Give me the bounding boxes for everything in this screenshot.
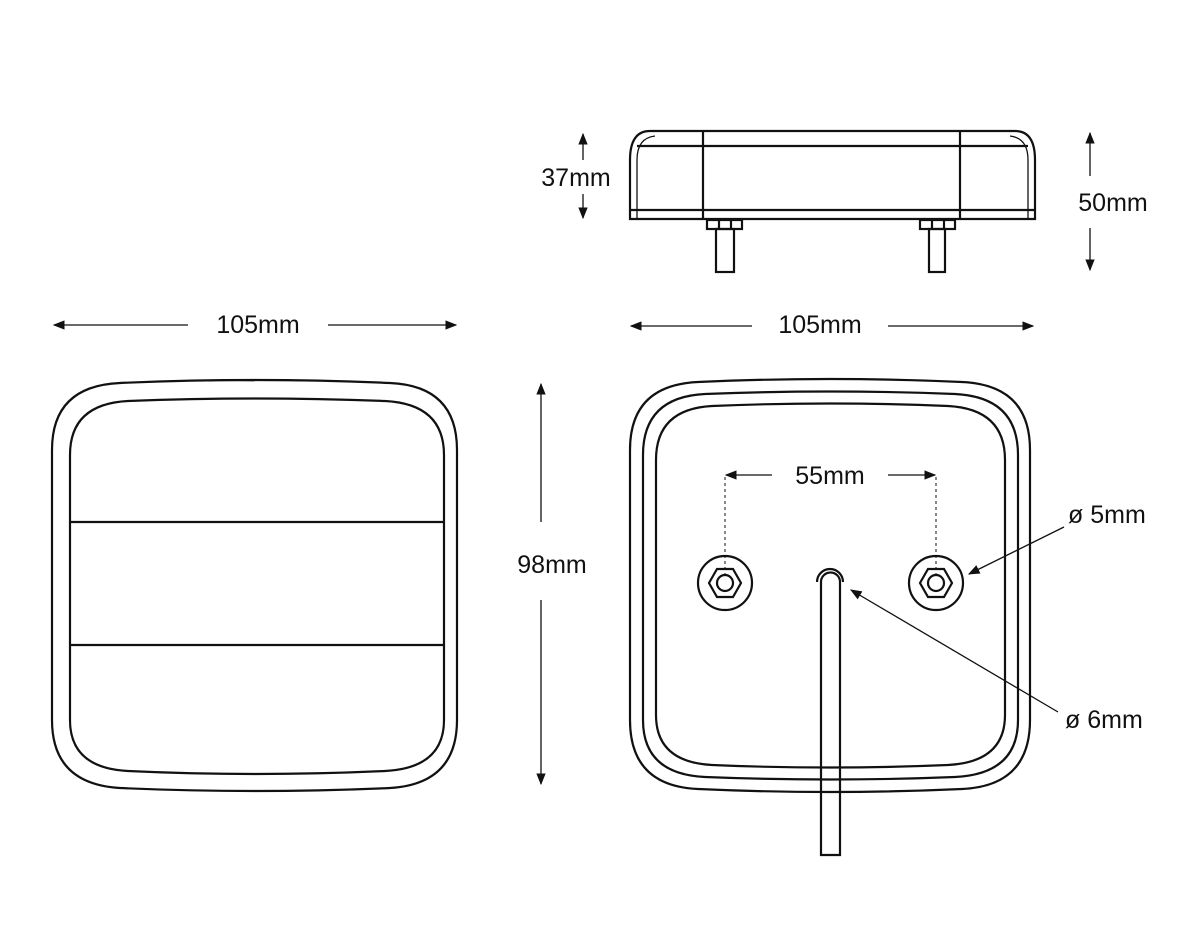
height-label: 98mm (517, 551, 586, 579)
side-width-label: 105mm (778, 311, 861, 339)
depth-label: 37mm (541, 164, 610, 192)
front-width-label: 105mm (216, 311, 299, 339)
side-depth-dimension: 37mm (541, 132, 611, 220)
side-stud-right (918, 218, 957, 274)
side-width-dimension: 105mm (629, 311, 1035, 339)
stud-spacing-dimension: 55mm (724, 462, 937, 490)
stud-left (696, 554, 754, 612)
front-width-dimension: 105mm (52, 311, 458, 339)
height-dimension: 98mm (517, 382, 587, 786)
cable-diameter-label: ø 6mm (1065, 706, 1143, 734)
rear-view (628, 377, 1032, 857)
cable (815, 567, 845, 857)
stud-diameter-callout: ø 5mm (967, 501, 1146, 575)
front-view (50, 378, 459, 793)
stud-diameter-label: ø 5mm (1068, 501, 1146, 529)
side-view (628, 129, 1037, 274)
side-stud-left (705, 218, 744, 274)
stud-spacing-label: 55mm (795, 462, 864, 490)
cable-diameter-callout: ø 6mm (849, 589, 1143, 734)
total-depth-label: 50mm (1078, 189, 1147, 217)
total-depth-dimension: 50mm (1078, 131, 1148, 272)
stud-right (907, 554, 965, 612)
